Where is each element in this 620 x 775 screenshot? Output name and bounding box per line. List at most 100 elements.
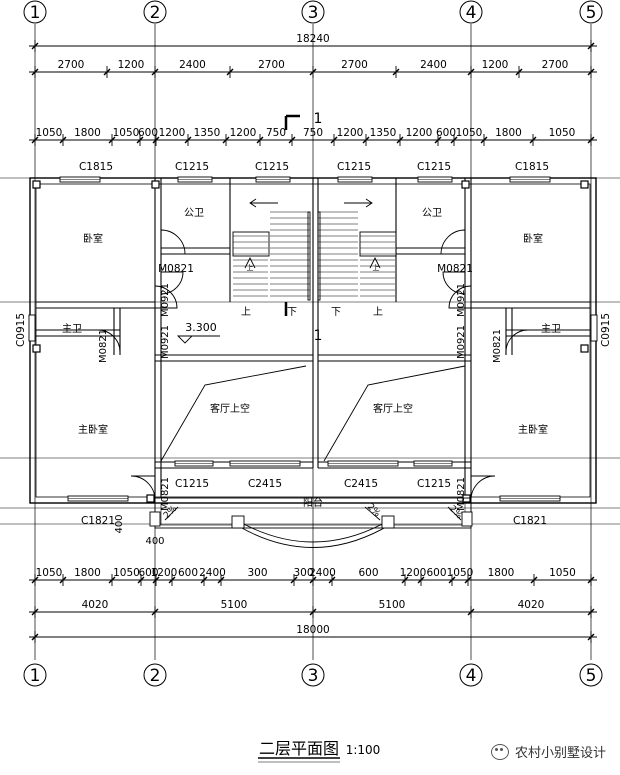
axis-label: 2 (150, 666, 161, 686)
axis-bubble (459, 0, 483, 24)
axis-bubble (143, 663, 167, 687)
slope-arrow (164, 506, 179, 521)
dimension-tick (515, 68, 523, 76)
dimension-tick (31, 136, 39, 144)
dimension-tick (330, 136, 338, 144)
room-label-balcony: 阳台 (303, 496, 323, 509)
column (151, 180, 160, 189)
wechat-icon (490, 743, 509, 760)
dimension-tick (137, 576, 145, 584)
dimension-top-row1: 2700 (58, 59, 85, 71)
dimension-top-row1: 2400 (179, 59, 206, 71)
dimension-bottom-row1: 1050 (113, 567, 140, 579)
dimension-top-row1: 1200 (118, 59, 145, 71)
dimension-tick (31, 68, 39, 76)
axis-bubble (579, 0, 603, 24)
stair-label-up: 上 (373, 306, 383, 318)
drawing-title: 二层平面图 (259, 739, 339, 758)
room-label-public-bath-left: 公卫 (184, 208, 204, 219)
dimension-tick (151, 68, 159, 76)
dimension-tick (59, 576, 67, 584)
stair-arrow-head (249, 198, 257, 208)
window (590, 314, 598, 342)
balcony-pier (231, 515, 245, 529)
dimension-tick (288, 136, 296, 144)
window-tag: C2415 (248, 478, 282, 490)
dimension-bottom-row1: 1200 (151, 567, 178, 579)
stair-label-up: 上 (241, 306, 251, 318)
dimension-tick (152, 576, 160, 584)
dimension-bottom-row2: 5100 (379, 599, 406, 611)
axis-bubble (23, 663, 47, 687)
axis-label: 5 (586, 3, 597, 23)
dimension-tick (152, 136, 160, 144)
balcony-arc (239, 526, 387, 548)
door-tag: M0821 (160, 477, 171, 511)
dimension-tick (184, 136, 192, 144)
dimension-tick (31, 608, 39, 616)
dimension-bottom-row1: 600 (426, 567, 446, 579)
dimension-tick (530, 576, 538, 584)
slope-arrow (447, 506, 462, 521)
room-label-master-bedroom-left: 主卧室 (78, 423, 108, 436)
window-tag: C0915 (15, 313, 27, 347)
stair-label-down: 下 (287, 307, 297, 318)
axis-bubble (301, 663, 325, 687)
balcony-pier (149, 511, 161, 527)
column (146, 494, 155, 503)
door-swing (154, 285, 178, 309)
dimension-top-row2: 1200 (337, 127, 364, 139)
stair-arrow-head (244, 256, 256, 269)
elevation-label: 3.300 (185, 321, 217, 334)
dimension-top-row1: 1200 (482, 59, 509, 71)
dimension-tick (467, 608, 475, 616)
axis-bubble (459, 663, 483, 687)
dimension-tick (226, 68, 234, 76)
room-label-living-void-right: 客厅上空 (373, 402, 413, 415)
balcony-arc (239, 521, 387, 543)
dimension-tick (103, 68, 111, 76)
dimension-tick (464, 576, 472, 584)
axis-label: 4 (466, 666, 477, 686)
window-tag: C0915 (600, 313, 612, 347)
column (580, 344, 589, 353)
dimension-tick (362, 136, 370, 144)
window-tag: C1821 (81, 515, 115, 527)
axis-label: 1 (30, 666, 41, 686)
dimension-tick (168, 576, 176, 584)
dimension-tick (151, 608, 159, 616)
axis-bubble (301, 0, 325, 24)
axis-label: 1 (30, 3, 41, 23)
elevation-triangle (176, 335, 194, 344)
watermark: 农村小别墅设计 (490, 742, 606, 761)
dimension-bottom-row1: 1800 (74, 567, 101, 579)
section-mark (284, 114, 300, 130)
stair-rail (317, 211, 321, 301)
dimension-tick (256, 136, 264, 144)
dimension-tick (31, 576, 39, 584)
void-diagonal (160, 365, 307, 462)
dimension-bottom-row1: 1050 (36, 567, 63, 579)
room-label-master-bath-left: 主卫 (62, 323, 82, 335)
section-number: 1 (314, 328, 323, 344)
door-swing (160, 229, 186, 255)
room-label-living-void-left: 客厅上空 (210, 402, 250, 415)
dimension-bottom-row1: 1050 (549, 567, 576, 579)
dimension-tick (448, 576, 456, 584)
dimension-tick (200, 576, 208, 584)
window-tag: C1215 (417, 478, 451, 490)
dimension-top-row2: 1800 (495, 127, 522, 139)
dimension-top-row2: 600 (436, 127, 456, 139)
dimension-top-row2: 1200 (159, 127, 186, 139)
axis-label: 4 (466, 3, 477, 23)
dimension-tick (309, 576, 317, 584)
stair-landing (359, 231, 397, 257)
door-tag: M0821 (158, 263, 194, 275)
window-tag: C1215 (175, 478, 209, 490)
stair-mark: 上 (247, 263, 254, 272)
dimension-top-row2: 1050 (549, 127, 576, 139)
dimension-tick (222, 136, 230, 144)
dimension-bottom-row1: 1800 (488, 567, 515, 579)
dimension-bottom-row1: 600 (358, 567, 378, 579)
